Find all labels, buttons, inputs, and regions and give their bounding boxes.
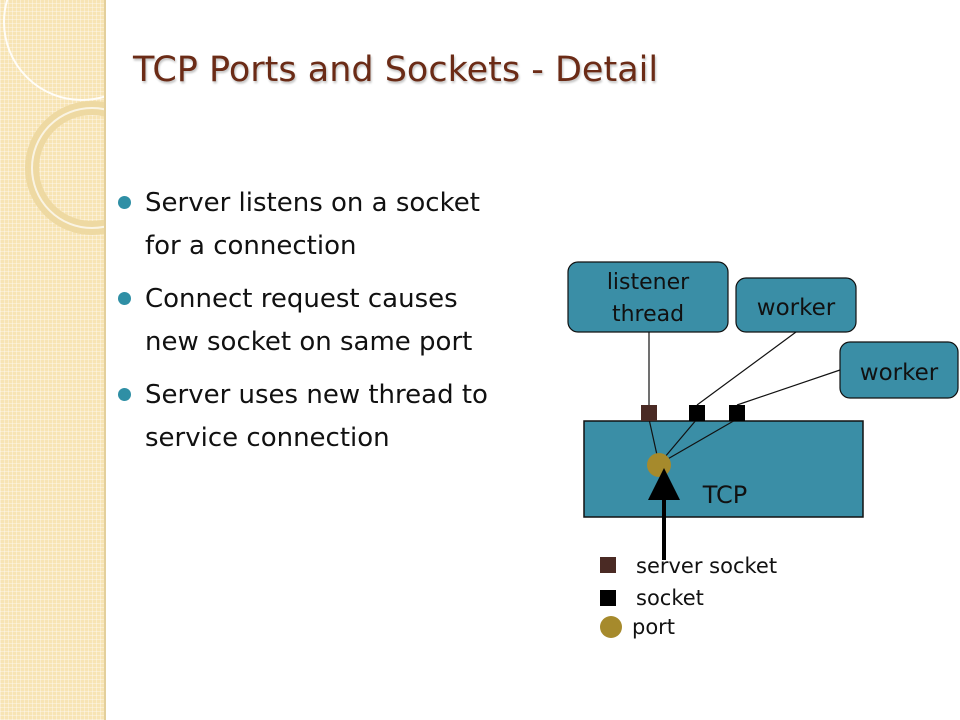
bullet-dot-icon xyxy=(118,292,131,305)
port-icon xyxy=(647,453,671,477)
bullet-text: Server listens on a socket for a connect… xyxy=(145,188,480,261)
socket-icon xyxy=(729,405,745,421)
legend-socket-label: socket xyxy=(636,586,704,610)
socket-icon xyxy=(689,405,705,421)
bullet-item: Server uses new thread to service connec… xyxy=(118,374,518,460)
legend-port-icon xyxy=(600,616,622,638)
worker-box-1 xyxy=(735,277,857,333)
legend-server-socket-label: server socket xyxy=(636,554,777,578)
tcp-label: TCP xyxy=(702,481,747,509)
server-socket-icon xyxy=(641,405,657,421)
bullet-dot-icon xyxy=(118,196,131,209)
listener-thread-label-line2: thread xyxy=(612,302,684,327)
legend-socket-icon xyxy=(600,590,616,606)
port-line-3 xyxy=(658,418,738,465)
legend-port-label: port xyxy=(632,615,675,639)
bullet-text: Connect request causes new socket on sam… xyxy=(145,284,473,357)
worker2-line xyxy=(736,369,841,406)
worker-label-2: worker xyxy=(860,360,939,386)
decorative-circles xyxy=(3,0,104,235)
worker-box-2 xyxy=(839,341,959,399)
bullet-list: Server listens on a socket for a connect… xyxy=(118,182,518,470)
tcp-box xyxy=(583,420,864,518)
legend-server-socket-icon xyxy=(600,557,616,573)
bullet-item: Connect request causes new socket on sam… xyxy=(118,278,518,364)
worker1-line xyxy=(696,331,797,406)
decorative-side-panel xyxy=(0,0,106,720)
worker-label-1: worker xyxy=(757,295,836,321)
connector-lines xyxy=(648,331,841,465)
listener-thread-box xyxy=(567,261,729,333)
bullet-item: Server listens on a socket for a connect… xyxy=(118,182,518,268)
bullet-text: Server uses new thread to service connec… xyxy=(145,380,488,453)
bullet-dot-icon xyxy=(118,388,131,401)
slide-title: TCP Ports and Sockets - Detail xyxy=(133,50,659,90)
listener-thread-label-line1: listener xyxy=(607,270,690,295)
